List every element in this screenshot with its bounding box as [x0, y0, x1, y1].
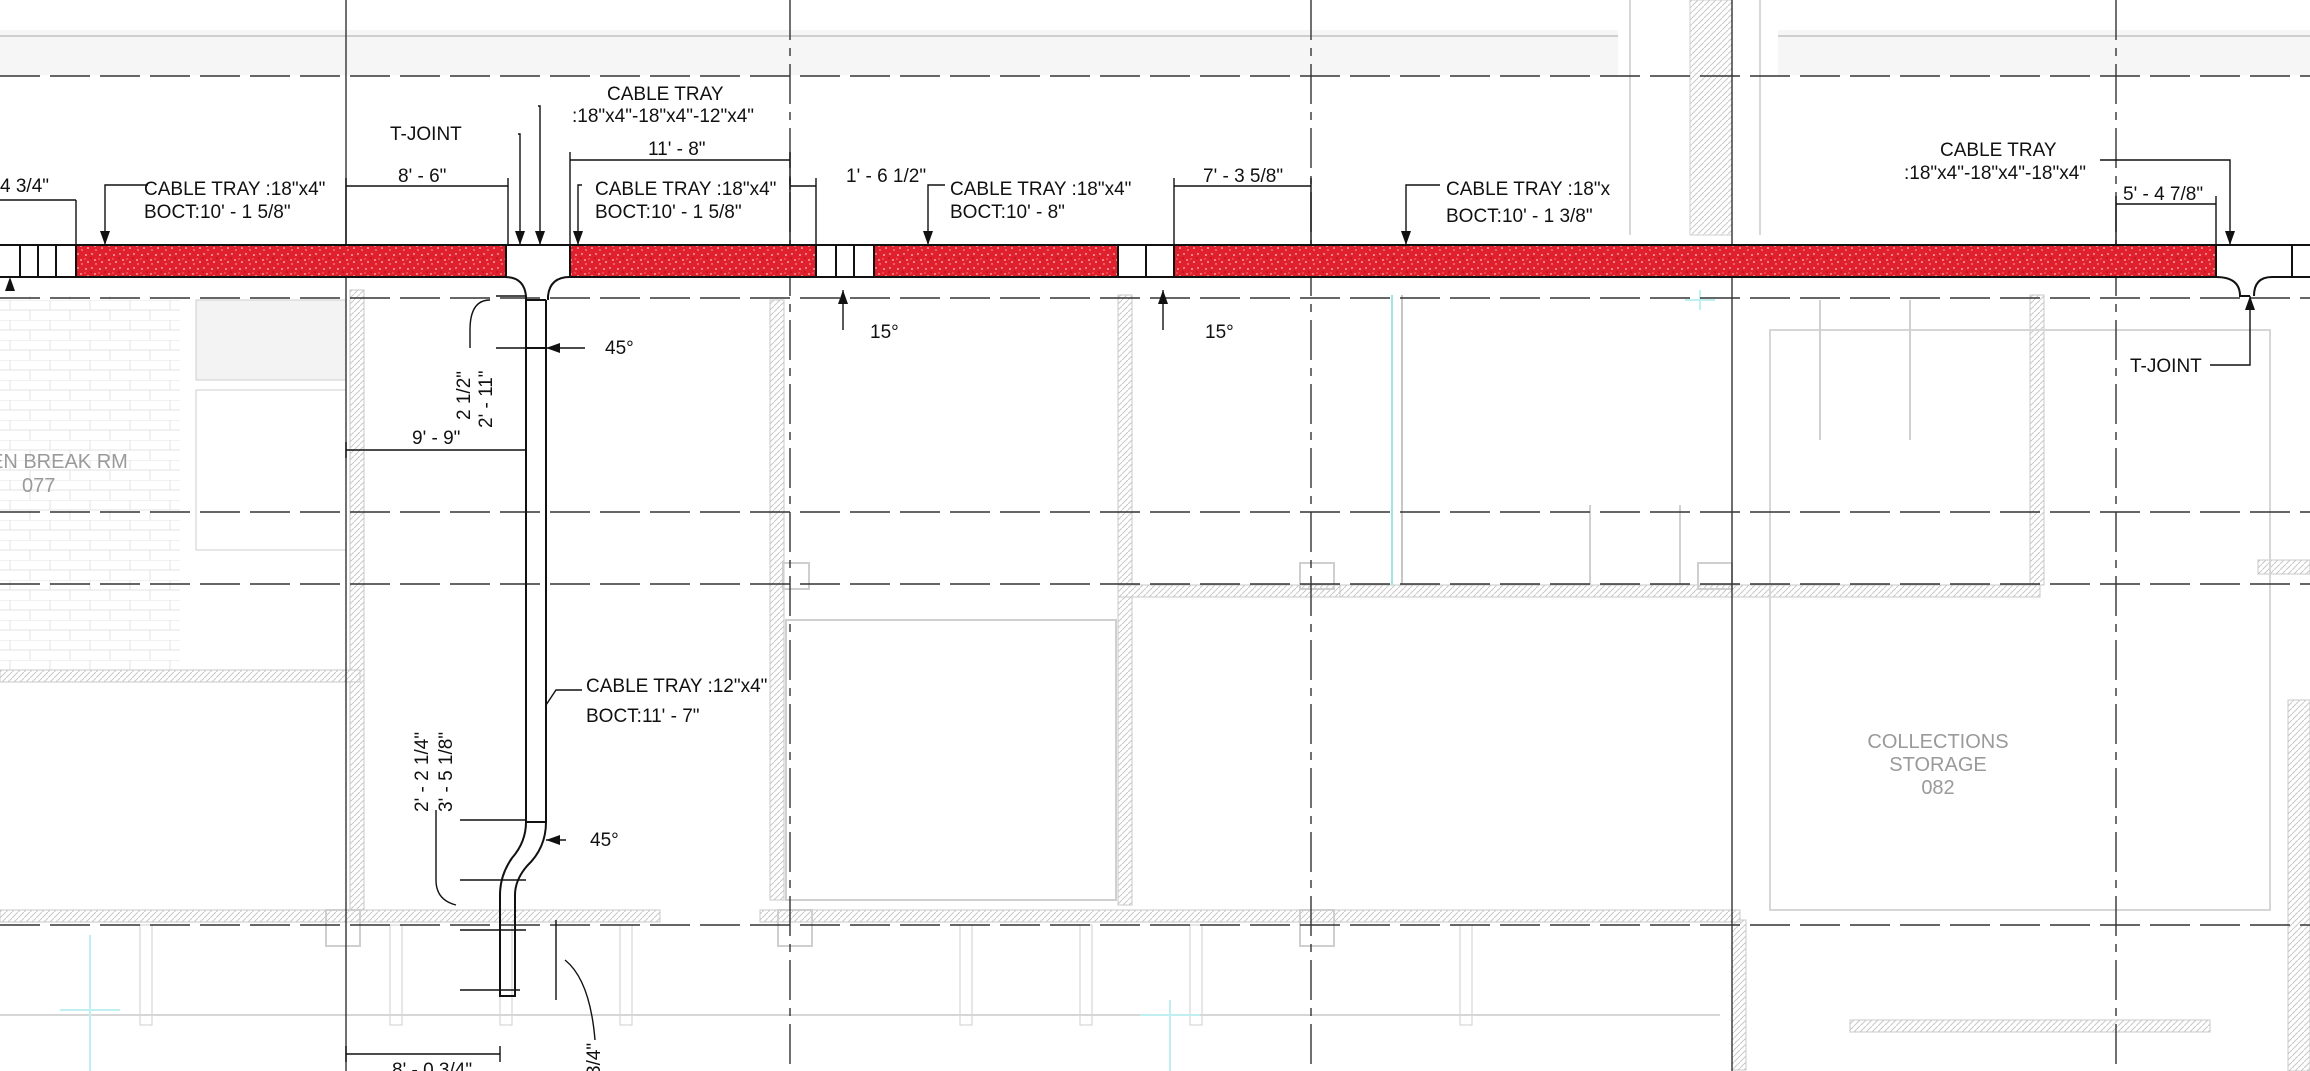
dimension-lines	[0, 105, 2251, 1062]
room-storage-number: 082	[1921, 777, 1954, 799]
dimension-text: 4 3/4" 8' - 6" 11' - 8" 1' - 6 1/2" 7' -…	[0, 139, 2203, 1071]
angle-labels: 45° 45° 15° 15°	[590, 322, 1234, 851]
dim-3-4: 3/4"	[584, 1043, 605, 1071]
tjoint-label-left: T-JOINT	[390, 124, 462, 145]
dim-7-3-5-8: 7' - 3 5/8"	[1203, 166, 1283, 187]
room-storage-name-1: COLLECTIONS	[1867, 731, 2008, 753]
tray-segment	[1173, 244, 2217, 278]
tray-tag-3-line2: BOCT:10' - 8"	[950, 202, 1065, 223]
angle-45-top: 45°	[605, 338, 634, 359]
dim-1-6-1-2: 1' - 6 1/2"	[846, 166, 926, 187]
dim-5-4-7-8: 5' - 4 7/8"	[2123, 184, 2203, 205]
tray-segment	[75, 244, 507, 278]
tray-tag-4-line2: BOCT:10' - 1 3/8"	[1446, 206, 1593, 227]
tray-tag-top-mid-title: CABLE TRAY	[607, 84, 724, 105]
tray-segment	[873, 244, 1119, 278]
tray-tag-2-line1: CABLE TRAY :18"x4"	[595, 179, 776, 200]
dim-8-6: 8' - 6"	[398, 166, 446, 187]
room-break-number: 077	[22, 475, 55, 497]
vertical-tray-tag-line1: CABLE TRAY :12"x4"	[586, 676, 767, 697]
tjoint-label-right: T-JOINT	[2130, 356, 2202, 377]
angle-15-left: 15°	[870, 322, 899, 343]
dim-2-11: 2' - 11"	[476, 370, 497, 428]
room-break-name: EN BREAK RM	[0, 451, 128, 473]
angle-45-bottom: 45°	[590, 830, 619, 851]
dim-4-3-4: 4 3/4"	[0, 176, 49, 197]
tray-segment	[569, 244, 817, 278]
vertical-cable-tray	[499, 299, 547, 997]
tray-tag-1-line1: CABLE TRAY :18"x4"	[144, 179, 325, 200]
tray-tags: CABLE TRAY :18"x4"-18"x4"-12"x4" T-JOINT…	[144, 84, 2202, 727]
dim-2-2-1-4: 2' - 2 1/4"	[412, 732, 433, 812]
tray-tag-1-line2: BOCT:10' - 1 5/8"	[144, 202, 291, 223]
room-storage-name-2: STORAGE	[1889, 754, 1986, 776]
vertical-tray-tag-line2: BOCT:11' - 7"	[586, 706, 700, 727]
dim-11-8: 11' - 8"	[648, 139, 706, 160]
dim-8-0-3-4: 8' - 0 3/4"	[392, 1060, 472, 1071]
dim-2-1-2: 2 1/2"	[454, 371, 475, 420]
tray-tag-2-line2: BOCT:10' - 1 5/8"	[595, 202, 742, 223]
tray-tag-top-mid-size: :18"x4"-18"x4"-12"x4"	[572, 106, 754, 127]
room-labels: EN BREAK RM 077 COLLECTIONS STORAGE 082	[0, 451, 2009, 799]
tray-tag-4-line1: CABLE TRAY :18"x	[1446, 179, 1611, 200]
dim-3-5-1-8: 3' - 5 1/8"	[436, 732, 457, 812]
tray-tag-top-right-size: :18"x4"-18"x4"-18"x4"	[1904, 163, 2086, 184]
horizontal-cable-tray	[0, 244, 2310, 300]
tray-tag-top-right-title: CABLE TRAY	[1940, 140, 2057, 161]
tray-tag-3-line1: CABLE TRAY :18"x4"	[950, 179, 1131, 200]
dim-9-9: 9' - 9"	[412, 428, 460, 449]
arrowheads	[5, 231, 2255, 845]
angle-15-right: 15°	[1205, 322, 1234, 343]
